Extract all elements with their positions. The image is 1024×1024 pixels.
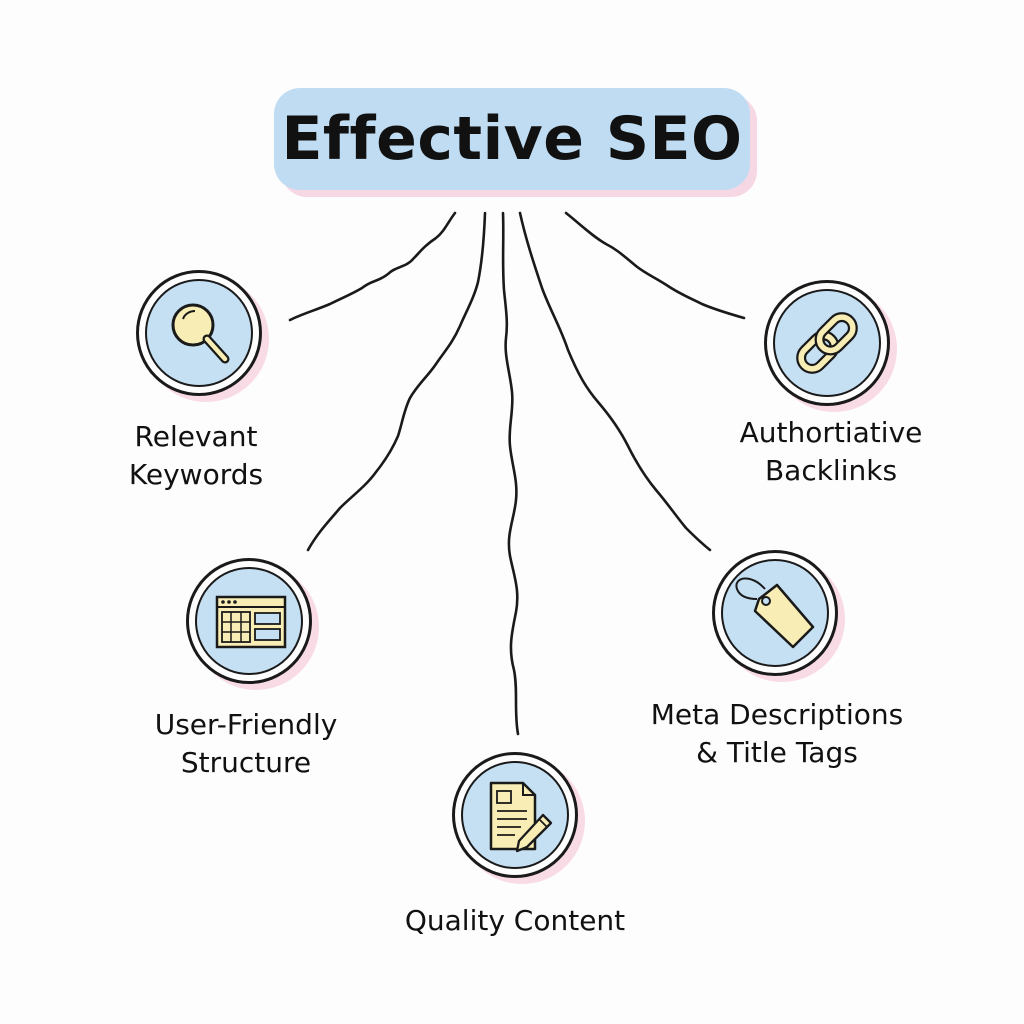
chain-link-icon [796, 312, 858, 374]
label-user-friendly-structure: User-Friendly Structure [136, 706, 356, 782]
label-line: Structure [180, 746, 312, 779]
label-line: & Title Tags [696, 736, 858, 769]
connector-meta [518, 211, 712, 552]
title-box: Effective SEO [274, 88, 750, 190]
label-quality-content: Quality Content [384, 902, 646, 940]
diagram-title: Effective SEO [281, 104, 743, 174]
label-line: User-Friendly [154, 708, 338, 741]
connector-content [501, 211, 520, 736]
node-meta-descriptions [712, 550, 845, 682]
website-layout-icon [215, 595, 287, 649]
label-line: Quality Content [404, 904, 626, 937]
label-line: Backlinks [764, 454, 898, 487]
connector-structure [306, 211, 487, 552]
label-meta-descriptions: Meta Descriptions & Title Tags [646, 696, 908, 772]
label-line: Keywords [128, 458, 264, 491]
magnifying-glass-icon [171, 303, 230, 364]
label-line: Authortiative [739, 416, 923, 449]
label-relevant-keywords: Relevant Keywords [106, 418, 286, 494]
label-authoritative-backlinks: Authortiative Backlinks [726, 414, 936, 490]
price-tag-icon [735, 577, 815, 649]
document-pencil-icon [489, 781, 553, 853]
connector-backlinks [564, 211, 746, 320]
connector-keywords [288, 211, 457, 322]
label-line: Relevant [134, 420, 258, 453]
label-line: Meta Descriptions [650, 698, 904, 731]
node-user-friendly-structure [186, 558, 319, 690]
node-authoritative-backlinks [764, 280, 897, 412]
node-relevant-keywords [136, 270, 269, 402]
node-quality-content [452, 752, 585, 884]
